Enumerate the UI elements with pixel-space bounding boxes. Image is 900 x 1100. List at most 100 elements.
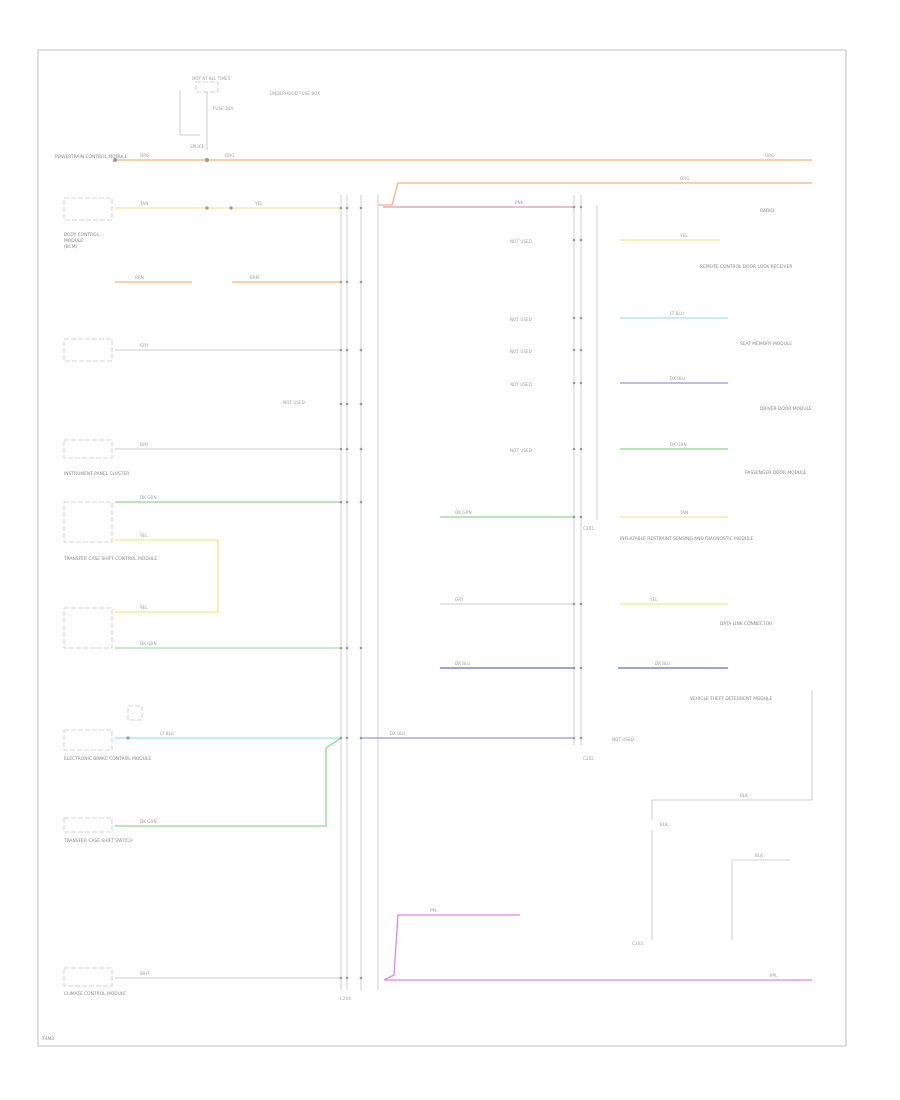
pin-dot <box>572 447 576 451</box>
left-component-label-2: TRANSFER CASE SHIFT CONTROL MODULE <box>63 556 157 562</box>
svg-text:DK GRN: DK GRN <box>140 819 157 824</box>
splice-label: SPLICE <box>190 144 205 149</box>
pin-dot <box>339 348 343 352</box>
pin-dot <box>579 348 583 352</box>
svg-text:BRN: BRN <box>135 275 144 280</box>
pin-dot <box>339 280 343 284</box>
svg-text:YEL: YEL <box>254 201 263 206</box>
center-right-wires: ORG PNK DK GRN GRY DK BLU DK BLU NOT USE… <box>361 176 812 981</box>
pin-dot <box>572 666 576 670</box>
pin-dot <box>579 602 583 606</box>
component-box-9 <box>127 705 143 721</box>
pin-dot <box>579 205 583 209</box>
svg-text:DK GRN: DK GRN <box>140 641 157 646</box>
pin-dot <box>339 206 343 210</box>
power-wire-label-right: ORG <box>765 153 774 158</box>
svg-text:LT BLU: LT BLU <box>160 731 174 736</box>
svg-text:DK GRN: DK GRN <box>455 510 472 515</box>
pin-dot <box>572 736 576 740</box>
svg-text:LT BLU: LT BLU <box>670 311 684 316</box>
right-bus <box>573 195 598 745</box>
diagram-frame <box>37 49 847 1047</box>
pin-dot <box>579 238 583 242</box>
svg-text:GRY: GRY <box>140 442 149 447</box>
pin-dot <box>359 500 363 504</box>
svg-text:DK BLU: DK BLU <box>455 661 470 666</box>
pin-dot <box>572 205 576 209</box>
module-left-label-2: MODULE <box>64 238 83 244</box>
module-left-label-1: BODY CONTROL <box>64 232 100 238</box>
svg-text:NOT USED: NOT USED <box>510 448 532 453</box>
pin-dot <box>572 602 576 606</box>
component-box-7 <box>63 817 113 833</box>
not-used-label-center: NOT USED <box>612 737 634 742</box>
svg-text:DK BLU: DK BLU <box>655 661 670 666</box>
pin-dot <box>359 206 363 210</box>
pin-dot <box>345 206 349 210</box>
pin-dot <box>359 402 363 406</box>
svg-text:DK GRN: DK GRN <box>670 442 687 447</box>
svg-text:GRY: GRY <box>455 597 464 602</box>
component-box-8 <box>63 967 113 987</box>
svg-text:DK BLU: DK BLU <box>670 376 685 381</box>
svg-text:YEL: YEL <box>679 233 688 238</box>
left-component-label-5: CLIMATE CONTROL MODULE <box>64 991 126 997</box>
pin-dot <box>579 515 583 519</box>
svg-text:PPL: PPL <box>770 973 778 978</box>
left-component-label-4: TRANSFER CASE SHIFT SWITCH <box>63 838 133 844</box>
pin-dot <box>359 348 363 352</box>
svg-text:DK GRN: DK GRN <box>140 495 157 500</box>
pin-dot <box>339 500 343 504</box>
pin-dot <box>359 280 363 284</box>
connector-label-mid: C202 <box>583 756 594 761</box>
pin-dot <box>359 976 363 980</box>
svg-text:PNK: PNK <box>515 200 524 205</box>
pin-dot <box>339 447 343 451</box>
pin-dot <box>579 736 583 740</box>
pin-dot <box>345 646 349 650</box>
svg-text:NOT USED: NOT USED <box>510 382 532 387</box>
component-box-1 <box>63 197 113 221</box>
fuse-label: FUSE 10A <box>213 106 233 111</box>
component-box-2 <box>63 338 113 362</box>
pin-dot <box>579 381 583 385</box>
svg-text:YEL: YEL <box>139 605 148 610</box>
power-source-group: HOT AT ALL TIMES FUSE 10A UNDERHOOD FUSE… <box>179 76 320 150</box>
pin-dot <box>359 736 363 740</box>
svg-text:ORG: ORG <box>680 176 689 181</box>
left-component-label-3: ELECTRONIC BRAKE CONTROL MODULE <box>64 756 151 762</box>
connector-label-main: C201 <box>583 526 594 531</box>
fuse-box-label: UNDERHOOD FUSE BOX <box>270 91 320 96</box>
svg-text:YEL: YEL <box>649 597 658 602</box>
power-wire-label-mid: ORG <box>225 153 234 158</box>
pin-dot <box>345 348 349 352</box>
left-wires: TAN YEL BRN BRN GRY NOT USED GRY DK GRN … <box>115 201 342 979</box>
pin-dot <box>572 348 576 352</box>
right-component-label-1: RADIO <box>760 208 775 214</box>
pin-dot <box>345 280 349 284</box>
left-components <box>63 197 143 987</box>
pin-dot <box>339 976 343 980</box>
svg-text:BLK: BLK <box>660 822 668 827</box>
pin-dot <box>579 666 583 670</box>
pin-dot <box>345 500 349 504</box>
pin-dot <box>339 402 343 406</box>
pin-dot <box>579 447 583 451</box>
right-component-label-8: VEHICLE THEFT DETERRENT MODULE <box>690 696 772 702</box>
right-component-label-4: DRIVER DOOR MODULE <box>760 406 812 412</box>
component-box-3 <box>63 439 113 459</box>
svg-text:NOT USED: NOT USED <box>510 239 532 244</box>
svg-text:YEL: YEL <box>139 533 148 538</box>
svg-text:BRN: BRN <box>250 275 259 280</box>
pin-dot <box>345 447 349 451</box>
pin-dot <box>359 447 363 451</box>
right-component-label-3: SEAT MEMORY MODULE <box>740 341 792 347</box>
svg-text:TAN: TAN <box>139 201 148 206</box>
power-wire-label-left: ORG <box>140 153 149 158</box>
connector-pins <box>339 205 583 980</box>
svg-text:PPL: PPL <box>430 908 438 913</box>
component-box-6 <box>63 729 113 751</box>
svg-text:WHT: WHT <box>140 971 150 976</box>
svg-text:BLK: BLK <box>755 853 763 858</box>
